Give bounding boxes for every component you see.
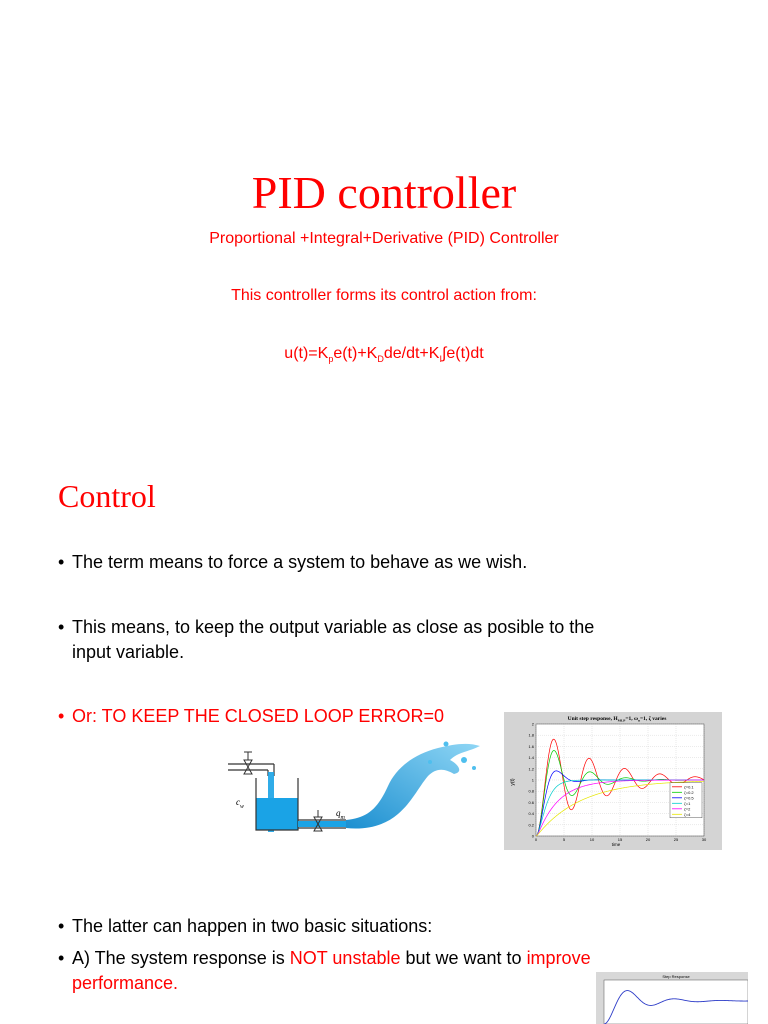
y-tick-label: 1.6 [528,744,534,749]
inflow-valve-icon [243,751,253,775]
y-tick-label: 0.4 [528,811,534,816]
bullet-dot: • [58,948,65,968]
bullet-text-highlight: improve [526,948,591,968]
legend-label: ζ=1 [684,801,691,806]
y-tick-label: 0.6 [528,800,534,805]
x-tick-label: 20 [646,837,651,842]
chart-xlabel: time [612,842,621,847]
bullet-item: • The latter can happen in two basic situ… [58,914,718,939]
outflow-label: qm [336,808,346,821]
x-tick-label: 30 [702,837,707,842]
x-tick-label: 25 [674,837,679,842]
bullet-text-highlight: NOT unstable [289,948,401,968]
slide-title: PID controller [251,167,517,218]
tank-illustration: cw qm [228,741,480,832]
series-line [535,779,704,837]
pid-formula: u(t)=Kpe(t)+KDde/dt+KI∫e(t)dt [0,345,768,364]
section-title: Control [58,478,156,514]
y-tick-label: 0 [532,834,535,839]
outflow-pipe [298,819,346,829]
bullet-text: but we want to [400,948,527,968]
legend-label: ζ=2 [684,806,691,811]
y-tick-label: 0.2 [528,822,534,827]
bullet-item: •A) The system response is NOT unstable … [58,946,718,996]
tank [255,778,299,831]
formula-part: de/dt+K [383,345,440,362]
legend-label: ζ=0.5 [684,795,694,800]
x-tick-label: 15 [618,837,623,842]
legend-label: ζ=0.2 [684,790,694,795]
y-tick-label: 1 [532,778,535,783]
bullet-text: The latter can happen in two basic situa… [72,916,433,936]
bullet-text-highlight: performance. [72,973,179,993]
bullet-text-continued: input variable. [72,642,185,662]
water-splash-icon [346,741,480,829]
bullet-dot: • [58,617,65,637]
bullet-text: The term means to force a system to beha… [72,552,528,572]
y-tick-label: 1.2 [528,766,534,771]
y-tick-label: 1.8 [528,733,534,738]
legend-label: ζ=4 [684,812,691,817]
bullet-dot: • [58,916,65,936]
bullet-item: • The term means to force a system to beh… [58,550,718,575]
formula-part: e(t)+K [333,345,378,362]
series-line [535,780,705,837]
slide-subtitle: Proportional +Integral+Derivative (PID) … [209,230,559,247]
formula-part: u(t)=K [284,345,329,362]
legend [669,782,703,819]
chart-title: Step Response [662,974,690,979]
series-line [603,990,748,1024]
bullet-dot: • [58,706,65,726]
y-tick-label: 2 [532,722,535,727]
bullet-item-highlight: • Or: TO KEEP THE CLOSED LOOP ERROR=0 [58,704,498,729]
y-tick-label: 0.8 [528,789,534,794]
step-response-chart: Unit step response, HMLP=1, ωn=1, ζ vari… [504,712,722,850]
outflow-valve-icon [313,810,323,832]
formula-sub: p [328,354,334,365]
chart-ylabel: y(t) [510,778,516,786]
y-tick-label: 1.4 [528,755,534,760]
formula-sub: D [377,354,384,365]
bullet-text: Or: TO KEEP THE CLOSED LOOP ERROR=0 [72,706,444,726]
x-tick-label: 5 [563,837,566,842]
bullet-text: A) The system response is [72,948,290,968]
x-tick-label: 10 [590,837,595,842]
slide-description: This controller forms its control action… [231,287,537,304]
x-tick-label: 0 [535,837,538,842]
formula-part: ∫e(t)dt [441,345,484,362]
inflow-label: cw [236,797,244,810]
bullet-dot: • [58,552,65,572]
formula-sub: I [439,354,442,365]
legend-label: ζ=0.1 [684,784,694,789]
chart-title: Unit step response, HMLP=1, ωn=1, ζ vari… [568,715,667,723]
bottom-step-response-chart: Step Response [596,972,748,1024]
bullet-item: • This means, to keep the output variable… [58,615,718,665]
bullet-text: This means, to keep the output variable … [72,617,595,637]
